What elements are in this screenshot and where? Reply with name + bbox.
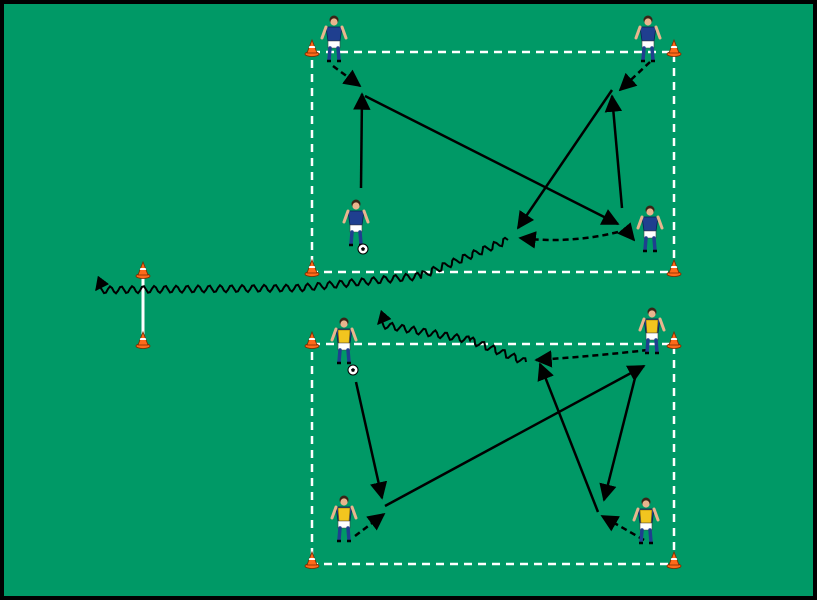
pass-arrow	[599, 373, 638, 502]
bottom-passes	[354, 362, 646, 513]
pass-arrow	[384, 364, 646, 508]
pass-arrow	[364, 94, 620, 226]
pass-arrow	[353, 92, 371, 189]
run-arrow	[618, 61, 651, 92]
run-arrow	[354, 512, 386, 537]
pass-arrow	[354, 381, 388, 500]
dribble-arrow	[95, 236, 509, 295]
run-arrow	[534, 348, 649, 368]
soccer-ball-icon	[347, 364, 359, 376]
bottom-runs	[354, 348, 649, 542]
top-passes	[353, 89, 624, 230]
soccer-ball-icon	[357, 243, 369, 255]
run-arrow	[617, 222, 636, 242]
dribble-arrow	[377, 309, 527, 364]
top-runs	[332, 61, 651, 249]
pass-arrow	[516, 89, 614, 230]
top-square-boundary	[310, 50, 676, 274]
pass-arrow	[537, 362, 600, 513]
pass-arrow	[604, 94, 624, 209]
bottom-square-boundary	[310, 342, 676, 566]
run-arrow	[332, 64, 362, 88]
run-arrow	[600, 514, 645, 542]
